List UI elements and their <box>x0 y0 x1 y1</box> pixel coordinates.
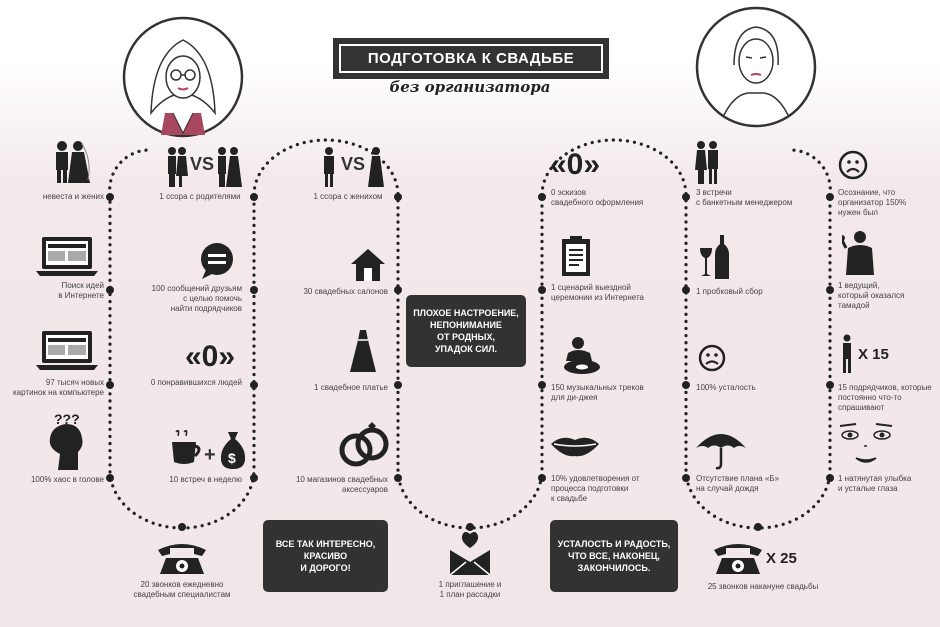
label-eve-calls: 25 звонков накануне свадьбы <box>707 582 819 591</box>
label-corkage-fee: 1 пробковый сбор <box>696 287 763 296</box>
label-sketches: 0 эскизов свадебного оформления <box>551 188 644 207</box>
question-marks: ??? <box>54 412 80 427</box>
tired-face-icon <box>839 423 893 463</box>
label-daily-calls: 20 звонков ежедневно свадебным специалис… <box>133 580 231 599</box>
label-new-pictures: 97 тысяч новых картинок на компьютере <box>13 378 104 397</box>
sad-face-icon <box>838 150 868 180</box>
fatigue-joy-callout-text: УСТАЛОСТЬ И РАДОСТЬ, ЧТО ВСЕ, НАКОНЕЦ, З… <box>557 539 671 573</box>
umbrella-icon <box>696 434 746 470</box>
label-invitation: 1 приглашение и 1 план рассадки <box>438 580 502 599</box>
page-title: ПОДГОТОВКА К СВАДЬБЕ <box>333 38 609 79</box>
tired-woman-portrait-icon <box>695 6 817 128</box>
wedding-rings-icon <box>339 422 389 467</box>
label-parents-quarrel: 1 ссора с родителями <box>159 192 241 201</box>
lips-icon <box>551 437 599 457</box>
vs-label: VS <box>341 154 366 174</box>
contractor-person-icon <box>843 334 851 373</box>
confused-head-icon: ??? <box>49 412 83 470</box>
contractors-multiplier: X 15 <box>858 346 889 363</box>
label-bride-groom: невеста и жених <box>42 192 104 201</box>
house-icon <box>351 249 385 281</box>
label-host-toastmaster: 1 ведущий, который оказался тамадой <box>838 281 905 310</box>
label-satisfaction: 10% удовлетворения от процесса подготовк… <box>551 474 640 503</box>
label-ideas-search: Поиск идей в Интернете <box>58 281 104 300</box>
groom-icon <box>324 147 334 187</box>
plus-sign: + <box>204 444 216 466</box>
label-groom-quarrel: 1 ссора с женихом <box>313 192 383 201</box>
bride-and-groom-icon <box>218 147 242 187</box>
label-no-plan-b: Отсутствие плана «Б» на случай дождя <box>696 474 780 493</box>
zero-likes-number: «0» <box>185 340 236 373</box>
zero-sketches-number: «0» <box>550 148 601 181</box>
telephone-icon <box>158 544 206 574</box>
calls-multiplier: X 25 <box>766 550 797 567</box>
wine-bottle-icon <box>700 235 729 279</box>
chat-bubble-icon <box>201 243 233 279</box>
interesting-callout-text: ВСЕ ТАК ИНТЕРЕСНО, КРАСИВО И ДОРОГО! <box>275 539 376 573</box>
fatigue-joy-callout: УСТАЛОСТЬ И РАДОСТЬ, ЧТО ВСЕ, НАКОНЕЦ, З… <box>550 520 678 592</box>
label-liked-people: 0 понравившихся людей <box>150 378 242 387</box>
meeting-people-icon <box>695 141 718 184</box>
dj-icon <box>564 337 600 374</box>
label-accessory-shops: 10 магазинов свадебных аксессуаров <box>295 475 388 494</box>
wedding-dress-icon <box>350 330 376 372</box>
label-meetings-week: 10 встреч в неделю <box>169 475 242 484</box>
label-smile-tired-eyes: 1 натянутая улыбка и усталые глаза <box>838 474 912 493</box>
label-friends-messages: 100 сообщений друзьям с целью помочь най… <box>151 284 242 313</box>
label-salons: 30 свадебных салонов <box>303 287 388 296</box>
telephone-icon <box>714 544 762 574</box>
label-chaos: 100% хаос в голове <box>30 475 104 484</box>
vs-label: VS <box>190 154 215 174</box>
host-with-microphone-icon <box>842 231 874 275</box>
label-banquet-meetings: 3 встречи с банкетным менеджером <box>696 188 793 207</box>
laptop-icon <box>36 331 98 370</box>
label-fatigue: 100% усталость <box>696 383 756 392</box>
sad-face-icon <box>698 344 726 372</box>
money-bag-icon: $ <box>220 432 246 469</box>
coffee-cup-icon <box>172 429 201 464</box>
label-ceremony-script: 1 сценарий выездной церемонии из Интерне… <box>551 283 644 302</box>
mood-callout-text: ПЛОХОЕ НАСТРОЕНИЕ, НЕПОНИМАНИЕ ОТ РОДНЫХ… <box>413 308 519 354</box>
bride-icon <box>368 147 384 187</box>
invitation-envelope-icon <box>449 532 491 576</box>
page-subtitle: без организатора <box>389 78 551 96</box>
label-dress: 1 свадебное платье <box>314 383 388 392</box>
clipboard-icon <box>562 236 590 276</box>
laptop-icon <box>36 237 98 276</box>
dollar-sign: $ <box>228 450 236 466</box>
label-music-tracks: 150 музыкальных треков для ди-джея <box>551 383 644 402</box>
bride-portrait-icon <box>122 16 244 138</box>
label-contractors: 15 подрядчиков, которые постоянно что-то… <box>838 383 932 412</box>
bride-and-groom-icon <box>56 141 90 183</box>
parents-couple-icon <box>168 147 188 187</box>
mood-callout: ПЛОХОЕ НАСТРОЕНИЕ, НЕПОНИМАНИЕ ОТ РОДНЫХ… <box>406 295 526 367</box>
interesting-callout: ВСЕ ТАК ИНТЕРЕСНО, КРАСИВО И ДОРОГО! <box>263 520 388 592</box>
label-realization: Осознание, что организатор 150% нужен бы… <box>838 188 907 217</box>
